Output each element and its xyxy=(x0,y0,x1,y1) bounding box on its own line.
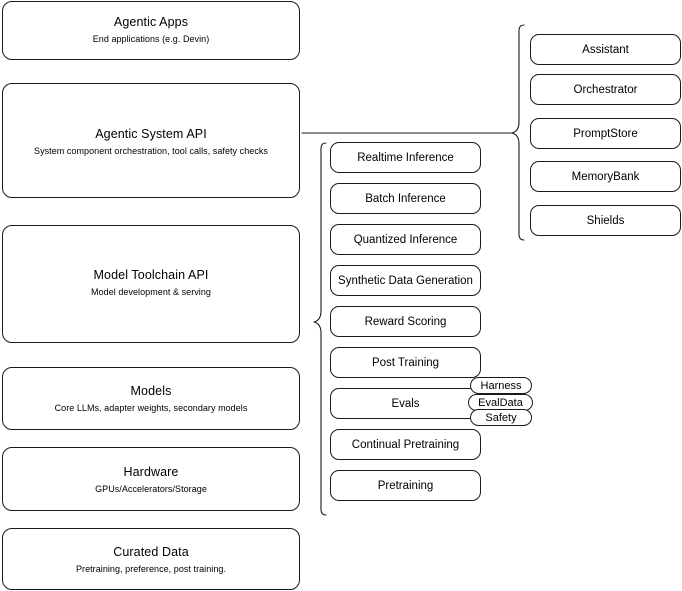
badge-label: EvalData xyxy=(478,396,523,409)
agentic-chip-shields[interactable]: Shields xyxy=(530,205,681,236)
toolchain-chip-quantized-inference[interactable]: Quantized Inference xyxy=(330,224,481,255)
chip-label: Orchestrator xyxy=(573,83,638,96)
layer-subtitle: Model development & serving xyxy=(91,286,211,297)
toolchain-chip-evals[interactable]: Evals xyxy=(330,388,481,419)
chip-label: Realtime Inference xyxy=(357,151,454,164)
layer-box-agentic-apps[interactable]: Agentic Apps End applications (e.g. Devi… xyxy=(2,1,300,60)
chip-label: Post Training xyxy=(371,356,440,369)
toolchain-chip-synthetic-data-generation[interactable]: Synthetic Data Generation xyxy=(330,265,481,296)
layer-title: Agentic Apps xyxy=(113,15,189,29)
chip-label: PromptStore xyxy=(573,127,638,140)
chip-label: Evals xyxy=(391,397,420,410)
toolchain-chip-pretraining[interactable]: Pretraining xyxy=(330,470,481,501)
layer-subtitle: GPUs/Accelerators/Storage xyxy=(95,483,207,494)
layer-subtitle: Core LLMs, adapter weights, secondary mo… xyxy=(54,402,248,413)
toolchain-components-brace xyxy=(313,142,327,516)
agentic-chip-assistant[interactable]: Assistant xyxy=(530,34,681,65)
toolchain-chip-realtime-inference[interactable]: Realtime Inference xyxy=(330,142,481,173)
layer-title: Models xyxy=(130,384,172,398)
eval-badge-safety[interactable]: Safety xyxy=(470,409,532,426)
chip-label: MemoryBank xyxy=(571,170,640,183)
layer-title: Hardware xyxy=(123,465,179,479)
eval-badge-harness[interactable]: Harness xyxy=(470,377,532,394)
layer-box-agentic-system-api[interactable]: Agentic System API System component orch… xyxy=(2,83,300,198)
layer-subtitle: System component orchestration, tool cal… xyxy=(34,145,268,156)
badge-label: Harness xyxy=(480,379,522,392)
toolchain-chip-continual-pretraining[interactable]: Continual Pretraining xyxy=(330,429,481,460)
chip-label: Batch Inference xyxy=(365,192,446,205)
chip-label: Pretraining xyxy=(377,479,434,492)
chip-label: Reward Scoring xyxy=(364,315,447,328)
chip-label: Continual Pretraining xyxy=(351,438,460,451)
chip-label: Quantized Inference xyxy=(353,233,458,246)
layer-subtitle: End applications (e.g. Devin) xyxy=(92,33,210,44)
layer-box-curated-data[interactable]: Curated Data Pretraining, preference, po… xyxy=(2,528,300,590)
chip-label: Synthetic Data Generation xyxy=(338,274,473,287)
layer-title: Curated Data xyxy=(113,545,189,559)
agentic-chip-orchestrator[interactable]: Orchestrator xyxy=(530,74,681,105)
layer-box-model-toolchain-api[interactable]: Model Toolchain API Model development & … xyxy=(2,225,300,343)
chip-label: Shields xyxy=(586,214,625,227)
toolchain-chip-batch-inference[interactable]: Batch Inference xyxy=(330,183,481,214)
chip-label: Assistant xyxy=(582,43,629,56)
layer-title: Model Toolchain API xyxy=(93,268,209,282)
agentic-chip-promptstore[interactable]: PromptStore xyxy=(530,118,681,149)
badge-label: Safety xyxy=(485,411,517,424)
layer-box-models[interactable]: Models Core LLMs, adapter weights, secon… xyxy=(2,367,300,430)
layer-title: Agentic System API xyxy=(95,127,207,141)
agentic-chip-memorybank[interactable]: MemoryBank xyxy=(530,161,681,192)
agentic-components-brace xyxy=(511,24,525,241)
layer-subtitle: Pretraining, preference, post training. xyxy=(75,563,227,574)
toolchain-chip-post-training[interactable]: Post Training xyxy=(330,347,481,378)
toolchain-chip-reward-scoring[interactable]: Reward Scoring xyxy=(330,306,481,337)
layer-box-hardware[interactable]: Hardware GPUs/Accelerators/Storage xyxy=(2,447,300,511)
